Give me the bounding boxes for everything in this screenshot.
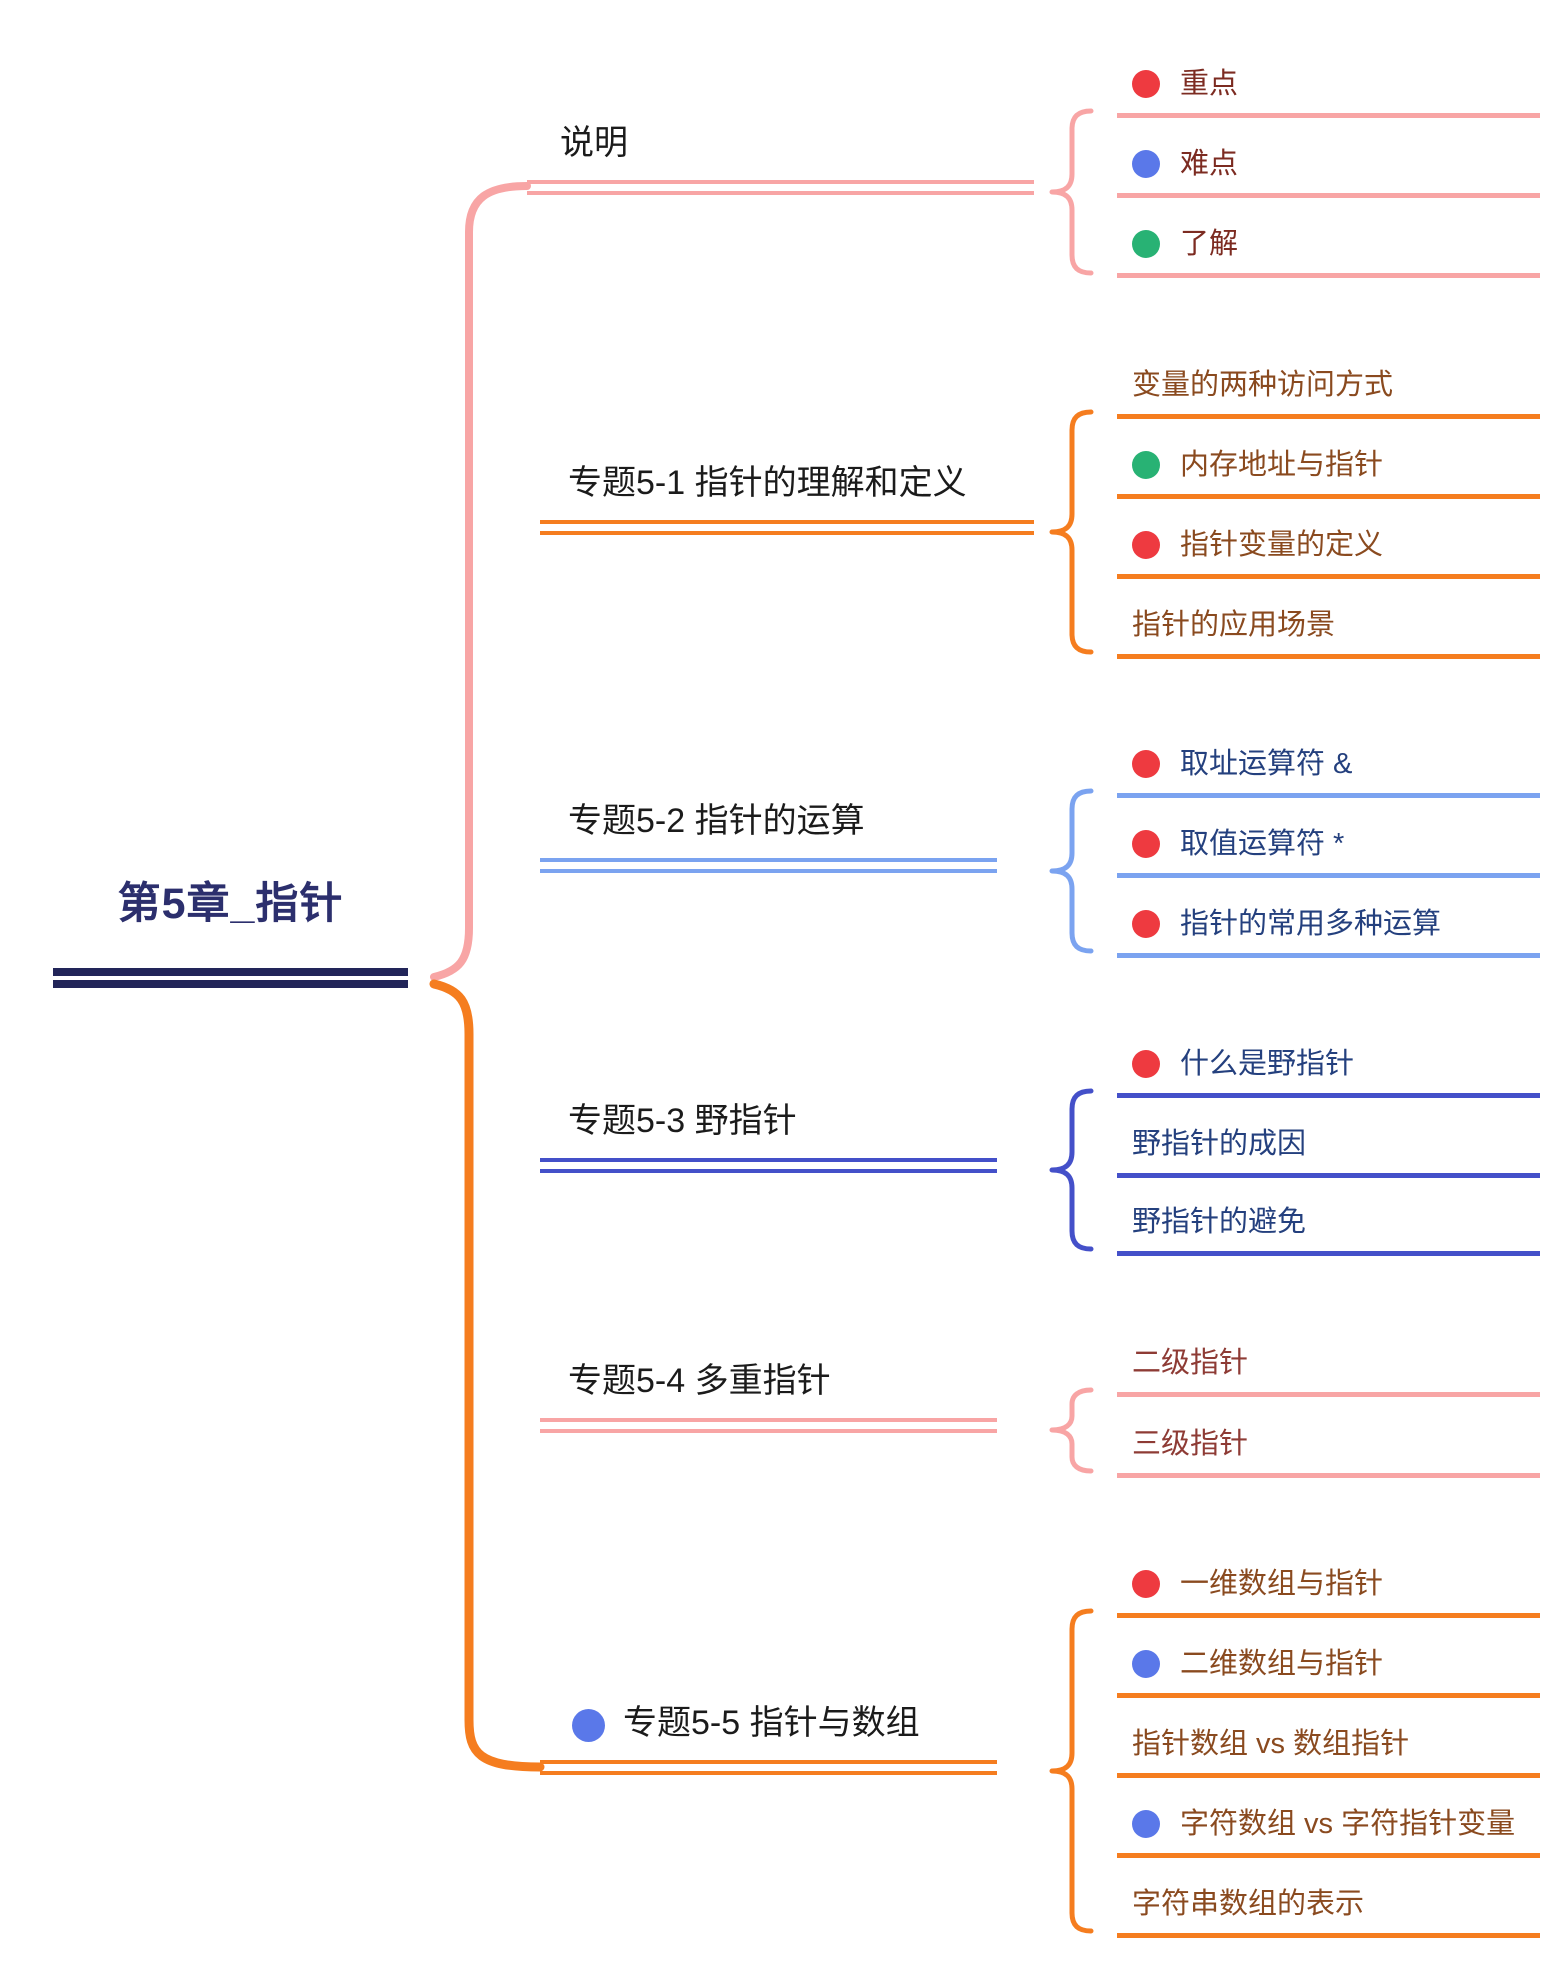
- main-topic-5-5[interactable]: 专题5-5 指针与数组: [540, 1698, 997, 1775]
- green-dot-icon: [1132, 451, 1160, 479]
- child-topic-label: 重点: [1180, 67, 1239, 100]
- child-topic-label: 字符串数组的表示: [1132, 1887, 1365, 1920]
- trunk-brace-upper: [430, 182, 531, 981]
- child-topic-label: 指针的应用场景: [1132, 608, 1336, 641]
- main-topic-label: 专题5-4 多重指针: [568, 1362, 831, 1400]
- child-topic[interactable]: 指针数组 vs 数组指针: [1117, 1719, 1540, 1778]
- child-topic-label: 指针变量的定义: [1180, 528, 1384, 561]
- child-topic-label: 取值运算符 *: [1180, 827, 1345, 860]
- child-topic-label: 什么是野指针: [1180, 1047, 1355, 1080]
- child-topic[interactable]: 字符串数组的表示: [1117, 1879, 1540, 1938]
- child-topic[interactable]: 什么是野指针: [1117, 1039, 1540, 1098]
- topic-underline: [540, 1158, 997, 1173]
- child-topic-label: 变量的两种访问方式: [1132, 368, 1394, 401]
- topic-underline: [540, 520, 1034, 535]
- red-dot-icon: [1132, 70, 1160, 98]
- main-topic-shuoming[interactable]: 说明: [527, 118, 1034, 195]
- trunk-brace-lower: [429, 979, 545, 1772]
- child-topic[interactable]: 二级指针: [1117, 1338, 1540, 1397]
- root-topic[interactable]: 第5章_指针: [117, 880, 344, 928]
- child-topic-label: 取址运算符 &: [1180, 747, 1353, 780]
- red-dot-icon: [1132, 531, 1160, 559]
- child-topic[interactable]: 了解: [1117, 219, 1540, 278]
- topic-underline: [540, 1760, 997, 1775]
- green-dot-icon: [1132, 230, 1160, 258]
- child-topic[interactable]: 指针变量的定义: [1117, 520, 1540, 579]
- topic-underline: [540, 1418, 997, 1433]
- branch4-children-brace: [1049, 1088, 1094, 1252]
- main-topic-5-1[interactable]: 专题5-1 指针的理解和定义: [540, 458, 1034, 535]
- branch1-children-brace: [1049, 108, 1094, 276]
- main-topic-label: 专题5-1 指针的理解和定义: [568, 464, 967, 502]
- main-topic-5-3[interactable]: 专题5-3 野指针: [540, 1096, 997, 1173]
- child-topic[interactable]: 指针的常用多种运算: [1117, 899, 1540, 958]
- child-topic-label: 内存地址与指针: [1180, 448, 1384, 481]
- branch6-children-brace: [1049, 1608, 1094, 1934]
- child-topic-label: 指针数组 vs 数组指针: [1132, 1727, 1410, 1760]
- child-topic[interactable]: 指针的应用场景: [1117, 600, 1540, 659]
- child-topic-label: 难点: [1180, 147, 1239, 180]
- child-topic-label: 一维数组与指针: [1180, 1567, 1384, 1600]
- child-topic[interactable]: 字符数组 vs 字符指针变量: [1117, 1799, 1540, 1858]
- topic-underline: [540, 858, 997, 873]
- child-topic[interactable]: 取址运算符 &: [1117, 739, 1540, 798]
- main-topic-label: 说明: [560, 124, 628, 162]
- child-topic-label: 了解: [1180, 227, 1239, 260]
- main-topic-label: 专题5-2 指针的运算: [568, 802, 865, 840]
- main-topic-label: 专题5-3 野指针: [568, 1102, 797, 1140]
- child-topic-label: 野指针的成因: [1132, 1127, 1307, 1160]
- child-topic[interactable]: 野指针的避免: [1117, 1197, 1540, 1256]
- branch5-children-brace: [1049, 1387, 1094, 1474]
- red-dot-icon: [1132, 910, 1160, 938]
- topic-underline: [527, 180, 1034, 195]
- main-topic-5-2[interactable]: 专题5-2 指针的运算: [540, 796, 997, 873]
- child-topic[interactable]: 野指针的成因: [1117, 1119, 1540, 1178]
- blue-dot-icon: [1132, 1650, 1160, 1678]
- main-topic-5-4[interactable]: 专题5-4 多重指针: [540, 1356, 997, 1433]
- child-topic[interactable]: 三级指针: [1117, 1419, 1540, 1478]
- blue-dot-icon: [572, 1709, 605, 1742]
- red-dot-icon: [1132, 1570, 1160, 1598]
- red-dot-icon: [1132, 750, 1160, 778]
- child-topic-label: 二级指针: [1132, 1346, 1249, 1379]
- child-topic-label: 二维数组与指针: [1180, 1647, 1384, 1680]
- child-topic-label: 字符数组 vs 字符指针变量: [1180, 1807, 1516, 1840]
- branch3-children-brace: [1049, 788, 1094, 954]
- child-topic-label: 野指针的避免: [1132, 1205, 1307, 1238]
- red-dot-icon: [1132, 1050, 1160, 1078]
- child-topic[interactable]: 取值运算符 *: [1117, 819, 1540, 878]
- child-topic[interactable]: 难点: [1117, 139, 1540, 198]
- child-topic[interactable]: 一维数组与指针: [1117, 1559, 1540, 1618]
- child-topic-label: 三级指针: [1132, 1427, 1249, 1460]
- branch2-children-brace: [1049, 409, 1094, 655]
- red-dot-icon: [1132, 830, 1160, 858]
- child-topic[interactable]: 变量的两种访问方式: [1117, 360, 1540, 419]
- child-topic[interactable]: 二维数组与指针: [1117, 1639, 1540, 1698]
- child-topic-label: 指针的常用多种运算: [1180, 907, 1442, 940]
- child-topic[interactable]: 内存地址与指针: [1117, 440, 1540, 499]
- root-underline: [53, 968, 408, 988]
- child-topic[interactable]: 重点: [1117, 59, 1540, 118]
- blue-dot-icon: [1132, 1810, 1160, 1838]
- main-topic-label: 专题5-5 指针与数组: [623, 1704, 920, 1742]
- blue-dot-icon: [1132, 150, 1160, 178]
